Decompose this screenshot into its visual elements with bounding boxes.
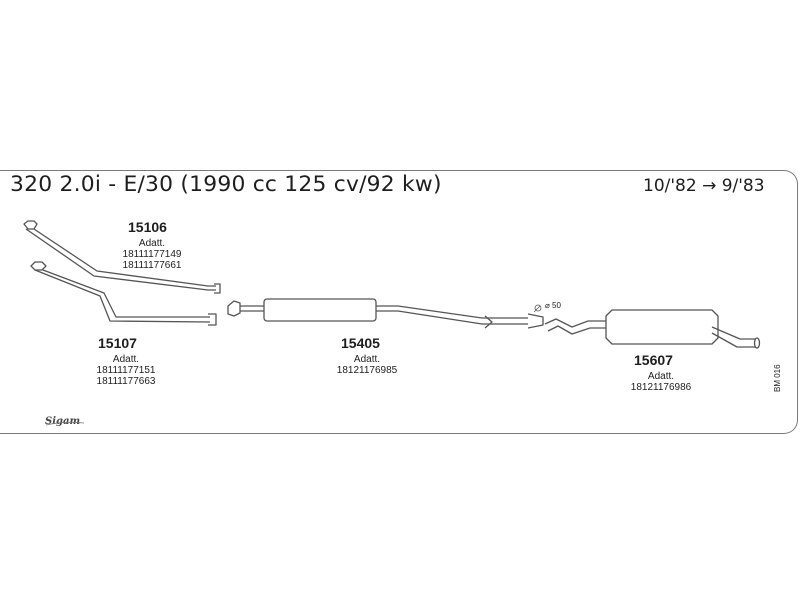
vehicle-title: 320 2.0i - E/30 (1990 cc 125 cv/92 kw) <box>10 172 442 196</box>
front-pipe-15107 <box>30 261 217 326</box>
sigam-logo: Sigam <box>45 416 85 427</box>
diagram-frame <box>0 170 798 434</box>
production-period: 10/'82 → 9/'83 <box>643 176 765 196</box>
part-number-15106: 15106 <box>128 219 167 235</box>
adapter-label: Adatt. <box>112 354 140 365</box>
part-number-15607: 15607 <box>634 352 673 368</box>
front-pipe-15106 <box>23 220 221 294</box>
rear-silencer-15607 <box>544 309 761 349</box>
part-details-15405: Adatt. 18121176985 <box>320 354 414 376</box>
part-number-15405: 15405 <box>341 335 380 351</box>
diagram-code: BM 016 <box>773 364 782 392</box>
pipe-diameter-label: ⌀ 50 <box>545 301 561 310</box>
part-details-15607: Adatt. 18121176986 <box>618 371 704 393</box>
oem-code: 18111177661 <box>122 260 182 271</box>
centre-silencer-15405 <box>227 298 544 329</box>
oem-code: 18111177663 <box>96 376 156 387</box>
adapter-label: Adatt. <box>647 371 675 382</box>
part-details-15107: Adatt. 18111177151 18111177663 <box>84 354 168 387</box>
logo-text: Sigam <box>45 416 80 427</box>
adapter-label: Adatt. <box>353 354 381 365</box>
oem-code: 18121176986 <box>630 382 692 393</box>
adapter-label: Adatt. <box>138 238 166 249</box>
part-number-15107: 15107 <box>98 335 137 351</box>
oem-code: 18111177151 <box>96 365 156 376</box>
oem-code: 18121176985 <box>336 365 398 376</box>
oem-code: 18111177149 <box>122 249 182 260</box>
part-details-15106: Adatt. 18111177149 18111177661 <box>110 238 194 271</box>
